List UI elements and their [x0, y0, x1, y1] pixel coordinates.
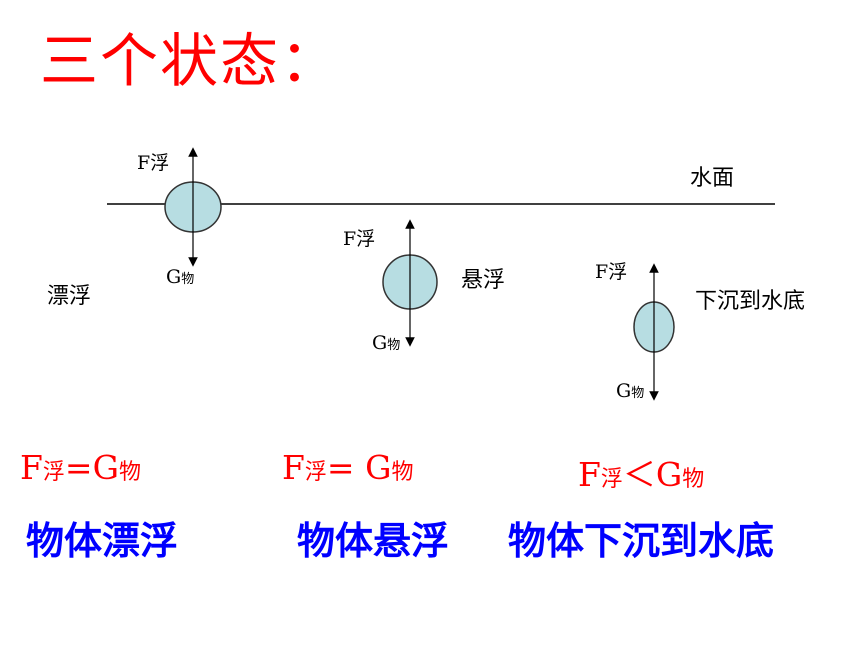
suspended-weight-label: G物	[372, 332, 401, 354]
description-floating: 物体漂浮	[26, 519, 179, 563]
sunk-buoyancy-label: F浮	[595, 261, 628, 283]
description-suspended: 物体悬浮	[297, 519, 450, 563]
equation-sunk: F浮＜G物	[578, 455, 705, 494]
state-label-suspended: 悬浮	[461, 268, 506, 293]
suspended-buoyancy-label: F浮	[343, 228, 376, 250]
sunk-weight-label: G物	[616, 380, 645, 402]
floating-buoyancy-label: F浮	[137, 152, 170, 174]
description-sunk: 物体下沉到水底	[508, 519, 775, 563]
equation-floating: F浮=G物	[20, 448, 141, 487]
state-label-sunk: 下沉到水底	[695, 289, 806, 314]
page-title: 三个状态：	[40, 27, 341, 95]
water-surface-label: 水面	[690, 166, 735, 191]
equation-suspended: F浮= G物	[282, 448, 414, 487]
state-label-floating: 漂浮	[47, 284, 92, 309]
floating-weight-label: G物	[166, 266, 195, 288]
